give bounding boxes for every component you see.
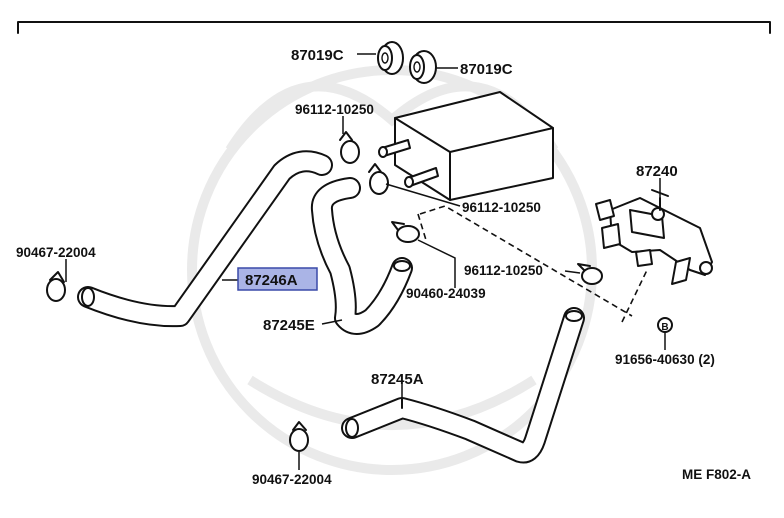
- dashed-ref-upper: [419, 205, 633, 317]
- water-valve-87240: [595, 189, 713, 285]
- label-90467-top: 90467-22004: [16, 245, 96, 260]
- label-87019c-right: 87019C: [460, 61, 513, 78]
- label-87019c-left: 87019C: [291, 47, 344, 64]
- leader-lines: [65, 53, 666, 470]
- label-91656: 91656-40630 (2): [615, 352, 715, 367]
- label-96112-mid: 96112-10250: [462, 200, 541, 215]
- label-90467-bottom: 90467-22004: [252, 472, 332, 487]
- clamp-96112-top: [339, 131, 360, 164]
- highlight-87246a: [237, 267, 318, 291]
- clamp-90467-top: [46, 271, 66, 302]
- grommet-87019c-left: [377, 41, 404, 75]
- label-90460: 90460-24039: [406, 286, 486, 301]
- clamp-90467-bottom: [289, 421, 309, 452]
- dashed-ref-lower: [417, 213, 427, 241]
- clamp-96112-low: [577, 263, 603, 285]
- frame-bracket: [17, 21, 771, 34]
- screw-b-91656: B: [657, 317, 673, 333]
- screw-b-label: B: [661, 322, 668, 333]
- label-87245e: 87245E: [263, 317, 315, 334]
- hose-87245e: [310, 177, 413, 335]
- hose-87246a: [77, 150, 333, 328]
- clamp-90460: [391, 221, 420, 243]
- label-87245a: 87245A: [371, 371, 424, 388]
- heater-core: [378, 91, 554, 201]
- label-96112-top: 96112-10250: [295, 102, 374, 117]
- figure-code: ME F802-A: [682, 467, 751, 482]
- hose-87245a: [341, 307, 585, 464]
- dashed-ref-right: [621, 267, 649, 323]
- label-96112-low: 96112-10250: [464, 263, 543, 278]
- grommet-87019c-right: [409, 50, 437, 84]
- label-87246a: 87246A: [245, 272, 298, 289]
- label-87240: 87240: [636, 163, 678, 180]
- clamp-96112-mid: [368, 163, 389, 195]
